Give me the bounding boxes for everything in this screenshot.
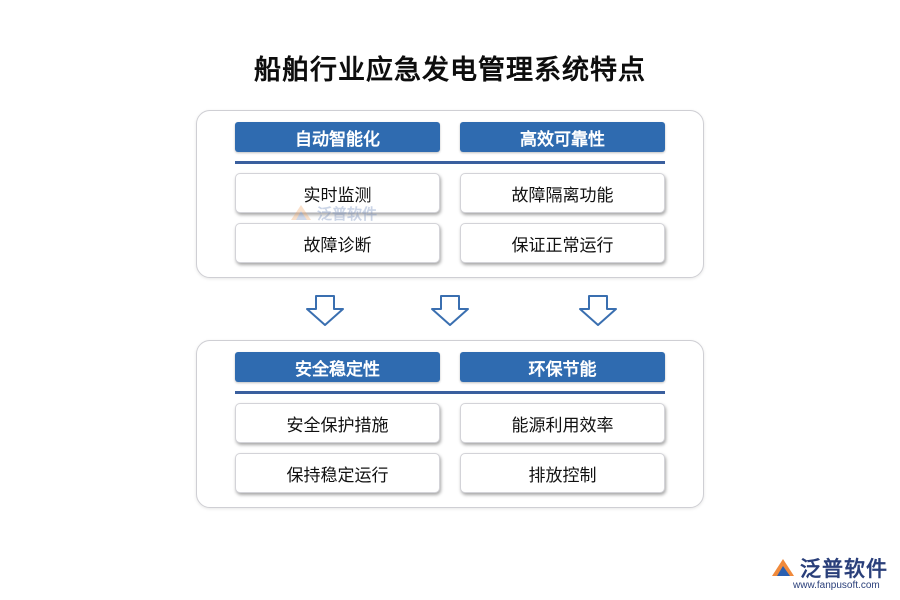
logo-url: www.fanpusoft.com	[793, 580, 880, 591]
header-safety: 安全稳定性	[235, 352, 440, 382]
down-arrow-icon	[579, 295, 617, 326]
feature-item: 故障隔离功能	[460, 173, 665, 213]
page-title: 船舶行业应急发电管理系统特点	[254, 55, 646, 86]
feature-item: 实时监测	[235, 173, 440, 213]
header-automation: 自动智能化	[235, 122, 440, 152]
header-eco: 环保节能	[460, 352, 665, 382]
feature-item: 保持稳定运行	[235, 453, 440, 493]
bottom-features-panel: 安全稳定性 环保节能 安全保护措施 保持稳定运行 能源利用效率 排放控制	[196, 340, 704, 508]
panel-divider	[235, 391, 665, 394]
panel-divider	[235, 161, 665, 164]
brand-logo: 泛普软件	[770, 553, 888, 583]
header-reliability: 高效可靠性	[460, 122, 665, 152]
down-arrow-icon	[306, 295, 344, 326]
top-features-panel: 自动智能化 高效可靠性 实时监测 故障诊断 故障隔离功能 保证正常运行	[196, 110, 704, 278]
logo-brand-text: 泛普软件	[800, 557, 888, 581]
feature-item: 能源利用效率	[460, 403, 665, 443]
feature-item: 排放控制	[460, 453, 665, 493]
feature-item: 安全保护措施	[235, 403, 440, 443]
down-arrow-icon	[431, 295, 469, 326]
feature-item: 保证正常运行	[460, 223, 665, 263]
feature-item: 故障诊断	[235, 223, 440, 263]
fanpu-logo-icon	[772, 559, 794, 576]
